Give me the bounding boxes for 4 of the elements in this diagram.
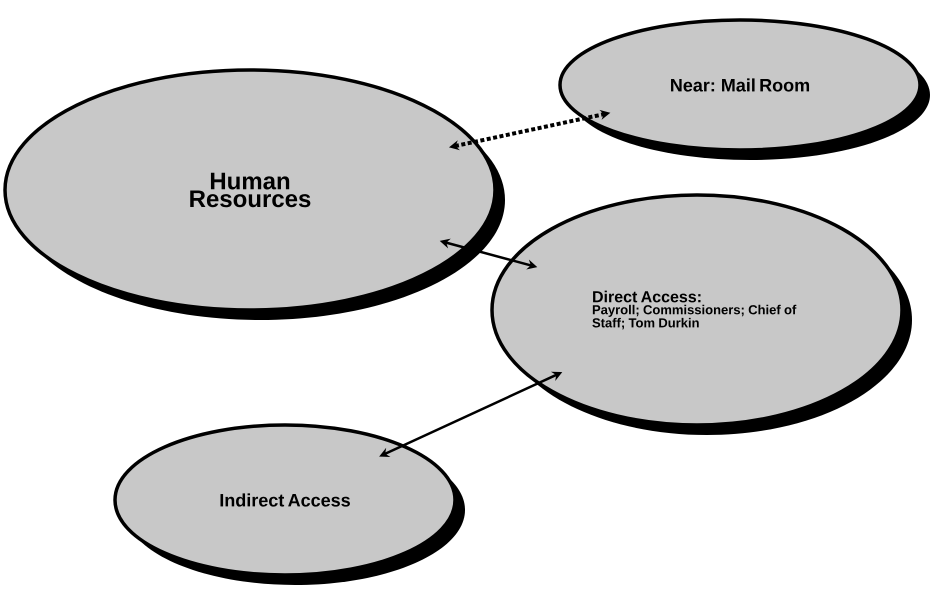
ellipse-node: Human Resources bbox=[3, 68, 505, 320]
ellipse-node: Direct Access: Payroll; Commissioners; Chief of Staff; Tom Durkin bbox=[490, 193, 912, 435]
ellipse-node: Near: Mail Room bbox=[558, 18, 930, 160]
ellipse-node: Indirect Access bbox=[113, 423, 465, 585]
